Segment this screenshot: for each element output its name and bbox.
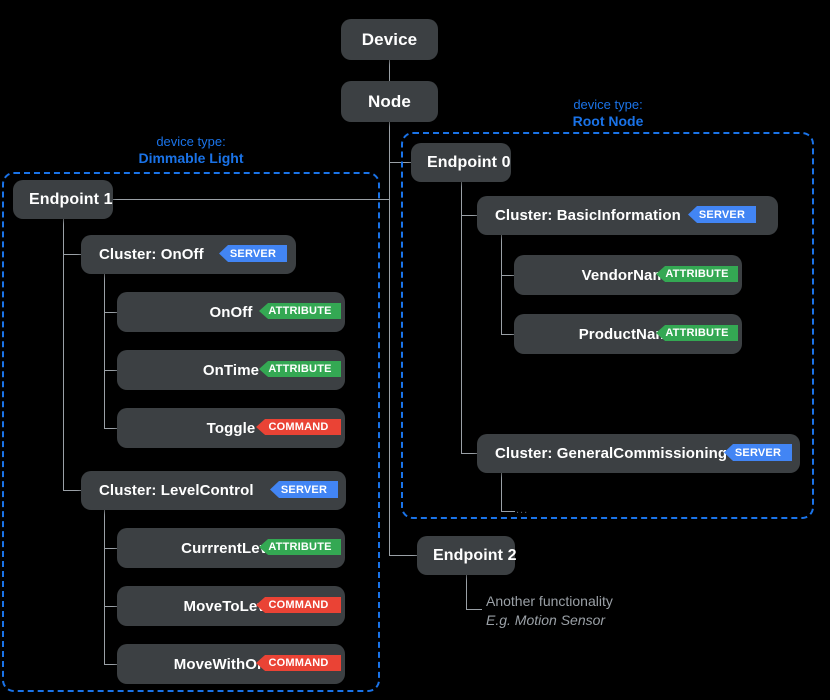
connector-node-trunk (389, 120, 390, 555)
connector-trunk-endpoint2 (389, 555, 417, 556)
badge-attribute-onoff: ATTRIBUTE (259, 303, 341, 319)
badge-attribute-ontime: ATTRIBUTE (259, 361, 341, 377)
cluster-generalcommissioning-label: Cluster: GeneralCommissioning (495, 445, 728, 462)
endpoint-2-label: Endpoint 2 (433, 546, 517, 564)
node-node[interactable]: Node (341, 81, 438, 122)
badge-attribute-vendorname: ATTRIBUTE (656, 266, 738, 282)
element-currentlevel-label: CurrrentLevel (181, 539, 281, 557)
connector-endpoint0-basicinfo (461, 215, 478, 216)
connector-generalcomm-ellipsis (501, 511, 515, 512)
connector-trunk-endpoint1 (112, 199, 390, 200)
connector-onoff-cmd1 (104, 428, 117, 429)
element-onoff-label: OnOff (209, 303, 253, 321)
connector-onoff-attr1 (104, 312, 117, 313)
badge-server-onoff: SERVER (219, 245, 287, 262)
node-device-label: Device (361, 29, 418, 49)
element-movetolevel-label: MoveToLevel (183, 597, 279, 615)
badge-command-movetolevel: COMMAND (256, 597, 341, 613)
element-ontime-label: OnTime (202, 361, 260, 379)
connector-endpoint1-spine (63, 219, 64, 491)
element-productname-label: ProductName (578, 325, 678, 343)
connector-onoff-spine (104, 274, 105, 428)
connector-trunk-endpoint0 (389, 162, 411, 163)
connector-basicinfo-productname (501, 334, 514, 335)
element-vendorname-label: VendorName (581, 266, 675, 284)
device-type-group-dimmable-light (2, 172, 380, 692)
endpoint-2-note-line2: E.g. Motion Sensor (486, 611, 606, 628)
node-element-productname[interactable]: ProductName (514, 314, 742, 354)
connector-endpoint1-onoff (63, 254, 81, 255)
node-node-label: Node (368, 91, 411, 111)
badge-server-levelcontrol: SERVER (270, 481, 338, 498)
connector-endpoint2-spine (466, 575, 467, 609)
badge-server-basicinformation: SERVER (688, 206, 756, 223)
endpoint-1-label: Endpoint 1 (29, 190, 113, 208)
connector-generalcomm-spine (501, 473, 502, 511)
badge-server-generalcommissioning: SERVER (724, 444, 792, 461)
endpoint-2-note: Another functionality E.g. Motion Sensor (486, 592, 613, 630)
badge-command-toggle: COMMAND (256, 419, 341, 435)
connector-levelcontrol-spine (104, 510, 105, 664)
device-type-name: Root Node (572, 112, 644, 129)
connector-onoff-attr2 (104, 370, 117, 371)
device-type-name: Dimmable Light (138, 149, 244, 166)
cluster-levelcontrol-label: Cluster: LevelControl (99, 482, 254, 499)
node-endpoint-0[interactable]: Endpoint 0 (411, 143, 511, 182)
device-type-label-root-node: device type: Root Node (492, 97, 724, 130)
connector-endpoint0-generalcomm (461, 453, 478, 454)
connector-levelcontrol-cmd1 (104, 606, 117, 607)
badge-attribute-productname: ATTRIBUTE (656, 325, 738, 341)
node-endpoint-1[interactable]: Endpoint 1 (13, 180, 113, 219)
device-type-prefix: device type: (573, 97, 643, 112)
connector-endpoint1-levelcontrol (63, 490, 81, 491)
element-toggle-label: Toggle (206, 419, 256, 437)
element-movewithonoff-label: MoveWithOnOff (173, 655, 289, 673)
endpoint-0-label: Endpoint 0 (427, 153, 511, 171)
connector-endpoint0-spine (461, 182, 462, 454)
device-type-group-root-node (401, 132, 814, 519)
connector-levelcontrol-cmd2 (104, 664, 117, 665)
connector-endpoint2-note (466, 609, 482, 610)
generalcommissioning-ellipsis: ... (516, 504, 529, 516)
device-type-prefix: device type: (156, 134, 226, 149)
cluster-onoff-label: Cluster: OnOff (99, 246, 204, 263)
connector-basicinfo-vendorname (501, 275, 514, 276)
connector-basicinfo-spine (501, 235, 502, 335)
endpoint-2-note-line1: Another functionality (486, 593, 613, 609)
connector-levelcontrol-attr1 (104, 548, 117, 549)
badge-attribute-currentlevel: ATTRIBUTE (259, 539, 341, 555)
device-type-label-dimmable-light: device type: Dimmable Light (64, 134, 318, 167)
badge-command-movewithonoff: COMMAND (256, 655, 341, 671)
connector-device-node (389, 59, 390, 81)
node-device[interactable]: Device (341, 19, 438, 60)
node-endpoint-2[interactable]: Endpoint 2 (417, 536, 517, 575)
cluster-basicinformation-label: Cluster: BasicInformation (495, 207, 681, 224)
